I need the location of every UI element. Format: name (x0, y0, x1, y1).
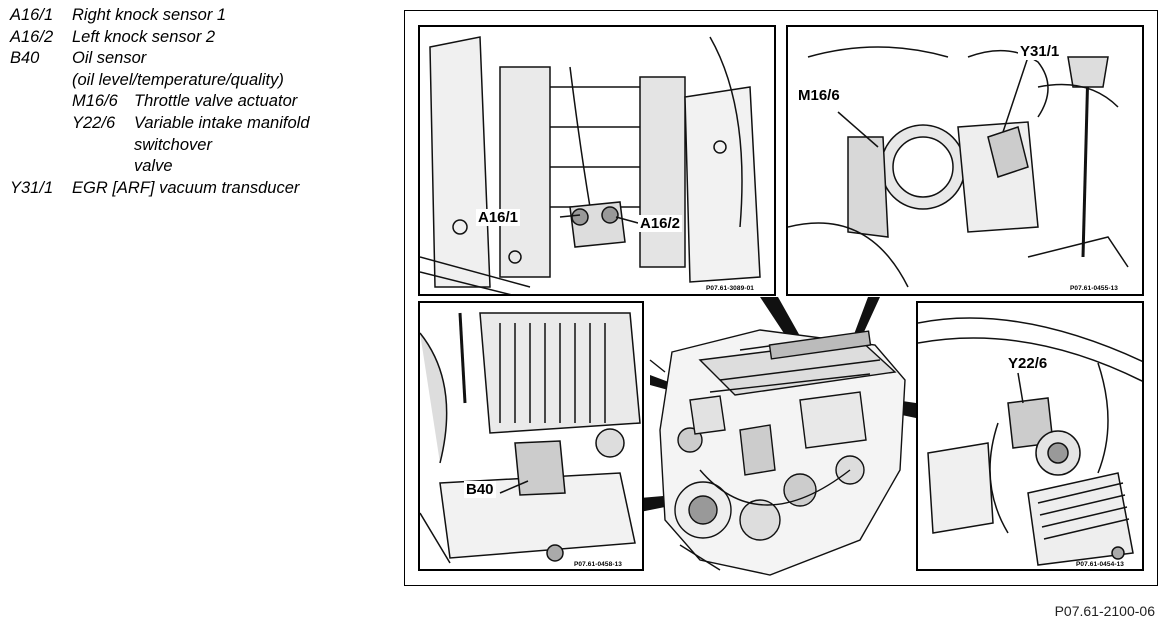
callout-B40: B40 (464, 481, 496, 498)
intake-switchover-illustration (918, 317, 1142, 566)
panel-reference: P07.61-0454-13 (1076, 561, 1125, 568)
callout-A16-2: A16/2 (638, 215, 683, 232)
callout-Y31-1: Y31/1 (1018, 43, 1062, 60)
throttle-illustration (788, 46, 1129, 288)
callout-M16-6: M16/6 (796, 87, 842, 104)
panel-reference: P07.61-0455-13 (1070, 285, 1119, 292)
knock-sensor-illustration (420, 36, 761, 294)
figure-frame (404, 10, 1158, 586)
callout-Y22-6: Y22/6 (1006, 355, 1050, 372)
panel-reference: P07.61-0458-13 (574, 561, 623, 568)
knock-sensor-panel: A16/1 A16/2 P07.61-3089-01 (418, 25, 776, 296)
panel-reference: P07.61-3089-01 (706, 285, 755, 292)
oil-sensor-illustration (420, 312, 641, 564)
intake-switchover-panel: Y22/6 P07.61-0454-13 (916, 301, 1144, 571)
figure-id: P07.61-2100-06 (1054, 603, 1155, 619)
callout-A16-1: A16/1 (476, 209, 521, 226)
oil-sensor-panel: B40 P07.61-0458-13 (418, 301, 644, 571)
throttle-panel: M16/6 Y31/1 P07.61-0455-13 (786, 25, 1144, 296)
